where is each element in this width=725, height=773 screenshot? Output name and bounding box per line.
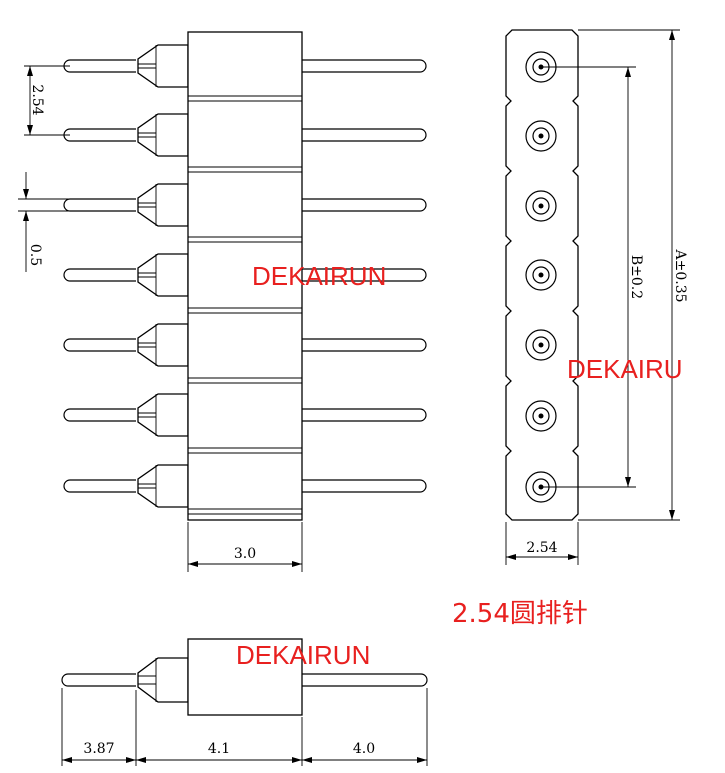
side-front-pin: [302, 673, 428, 687]
front-watermark: DEKAIRUN: [252, 261, 386, 291]
front-pin: [63, 44, 427, 88]
pin-diameter-dimension: 0.5: [18, 172, 70, 272]
length-b-label: B±0.2: [628, 255, 644, 299]
pin-diameter-label: 0.5: [27, 244, 43, 266]
side-dimensions: 3.87 4.1 4.0: [61, 688, 428, 766]
body-width-dimension: 3.0: [187, 522, 303, 572]
part-title: 2.54圆排针: [452, 599, 588, 629]
front-pin: [63, 253, 427, 297]
length-b-dimension: B±0.2: [541, 66, 644, 488]
front-view: 2.54 0.5 3.0 DEKAIRUN: [18, 31, 427, 572]
length-a-dimension: A±0.35: [578, 29, 688, 521]
strip-hole: [525, 259, 557, 291]
front-grooves: [188, 95, 302, 515]
strip-hole: [525, 120, 557, 152]
side-tail-pin: [61, 673, 136, 687]
top-view: B±0.2 A±0.35 2.54 DEKAIRU: [505, 29, 688, 565]
top-watermark: DEKAIRU: [567, 354, 683, 384]
length-a-label: A±0.35: [672, 248, 688, 302]
body-width-label: 3.0: [234, 546, 256, 562]
front-pin: [63, 393, 427, 437]
pitch-label: 2.54: [29, 84, 45, 115]
strip-width-dimension: 2.54: [505, 522, 579, 565]
strip-width-label: 2.54: [526, 540, 557, 556]
pitch-dimension: 2.54: [24, 65, 70, 136]
body-length-label: 4.1: [208, 741, 230, 757]
front-body: [187, 31, 303, 521]
tail-length-label: 3.87: [83, 741, 114, 757]
pin-length-label: 4.0: [353, 741, 375, 757]
strip-hole: [525, 190, 557, 222]
side-taper: [137, 657, 189, 703]
side-body: [187, 638, 303, 716]
side-view: 3.87 4.1 4.0 DEKAIRUN: [61, 638, 428, 766]
front-pin: [63, 323, 427, 367]
strip-hole: [525, 329, 557, 361]
side-watermark: DEKAIRUN: [236, 640, 370, 670]
strip-hole: [525, 400, 557, 432]
